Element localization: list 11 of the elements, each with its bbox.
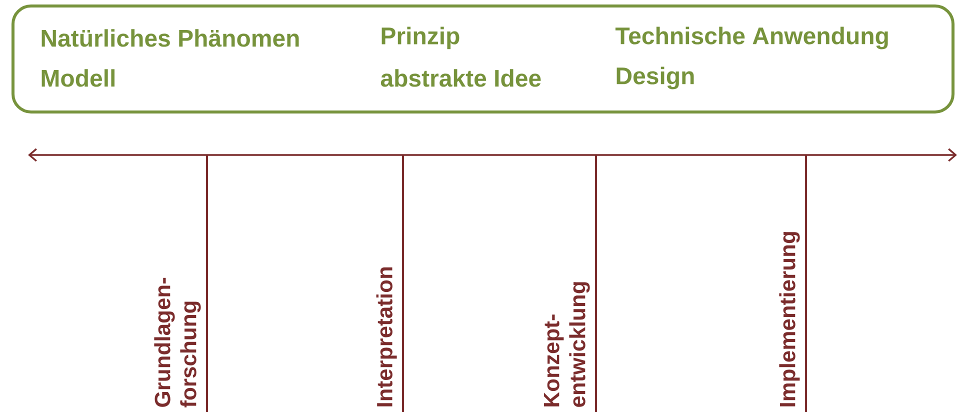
band-text: Design [616, 66, 694, 90]
band-text: Prinzip [382, 26, 460, 50]
phase-label: Implementierung [779, 232, 800, 406]
phase-label: Konzept- entwicklung [544, 282, 590, 407]
band-text: abstrakte Idee [380, 69, 541, 87]
phase-label: Interpretation [376, 267, 397, 406]
rounded-band [12, 4, 955, 114]
band-text: Technische Anwendung [615, 26, 888, 50]
phase-label: Grundlagen- forschung [154, 278, 201, 408]
band-text: Modell [42, 69, 114, 87]
band-text: Natürliches Phänomen [42, 29, 299, 47]
